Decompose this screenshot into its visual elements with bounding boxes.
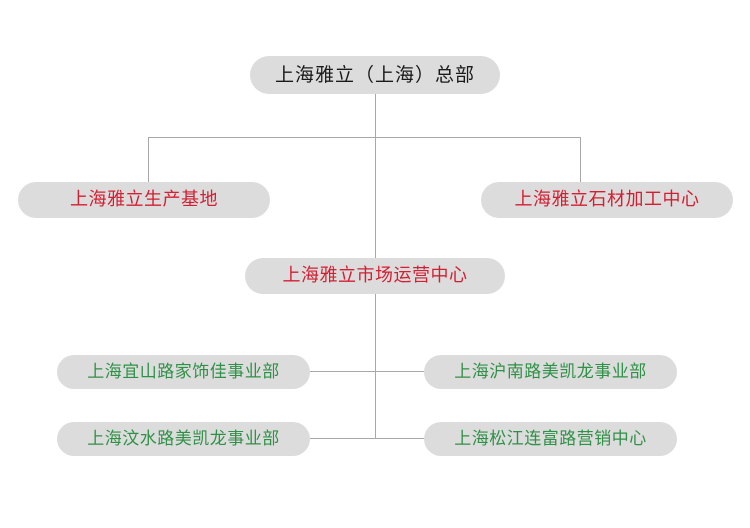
node-stone-processing-center-label: 上海雅立石材加工中心: [514, 189, 700, 210]
node-division-yishan-road[interactable]: 上海宜山路家饰佳事业部: [57, 355, 310, 389]
connector-division-row-2: [310, 438, 424, 439]
node-division-yishan-road-label: 上海宜山路家饰佳事业部: [87, 361, 280, 382]
node-production-base-label: 上海雅立生产基地: [70, 189, 218, 210]
node-production-base[interactable]: 上海雅立生产基地: [18, 182, 270, 218]
node-market-operations-center-label: 上海雅立市场运营中心: [282, 265, 468, 286]
node-division-hunan-road[interactable]: 上海沪南路美凯龙事业部: [424, 355, 677, 389]
connector-horizontal-bus: [148, 137, 581, 138]
connector-drop-stone: [580, 137, 581, 182]
node-division-wenshui-road-label: 上海汶水路美凯龙事业部: [87, 428, 280, 449]
connector-hq-stem: [375, 94, 376, 258]
node-stone-processing-center[interactable]: 上海雅立石材加工中心: [481, 182, 733, 218]
node-market-operations-center[interactable]: 上海雅立市场运营中心: [245, 258, 505, 294]
connector-division-row-1: [310, 371, 424, 372]
node-division-hunan-road-label: 上海沪南路美凯龙事业部: [454, 361, 647, 382]
node-headquarters-label: 上海雅立（上海）总部: [274, 63, 475, 86]
connector-market-stem: [375, 294, 376, 438]
node-headquarters[interactable]: 上海雅立（上海）总部: [250, 56, 500, 94]
connector-drop-production: [148, 137, 149, 182]
node-division-wenshui-road[interactable]: 上海汶水路美凯龙事业部: [57, 422, 310, 456]
node-division-songjiang-lianfu-road-label: 上海松江连富路营销中心: [454, 428, 647, 449]
node-division-songjiang-lianfu-road[interactable]: 上海松江连富路营销中心: [424, 422, 677, 456]
